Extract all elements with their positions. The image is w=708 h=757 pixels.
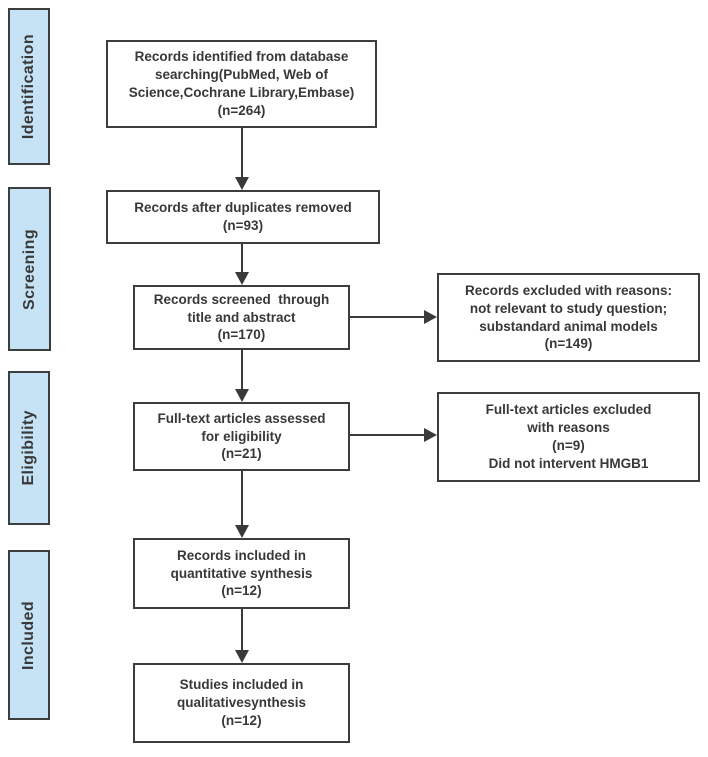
- stage-label-eligibility: Eligibility: [20, 410, 37, 486]
- flow-box-records-excluded: Records excluded with reasons: not relev…: [437, 273, 700, 362]
- arrowhead-right-icon: [424, 310, 437, 324]
- arrow-identified-to-duplicates: [241, 127, 243, 177]
- arrowhead-down-icon: [235, 650, 249, 663]
- arrow-fulltext-to-excluded: [349, 434, 424, 436]
- flow-box-text: Records included in quantitative synthes…: [170, 547, 313, 599]
- flow-box-text: Records identified from database searchi…: [128, 49, 355, 118]
- arrowhead-down-icon: [235, 177, 249, 190]
- arrow-screened-to-fulltext: [241, 349, 243, 389]
- flow-box-fulltext-excluded: Full-text articles excluded with reasons…: [437, 392, 700, 482]
- arrow-screened-to-excluded: [349, 316, 424, 318]
- flow-box-text: Records excluded with reasons: not relev…: [464, 282, 673, 352]
- arrow-duplicates-to-screened: [241, 243, 243, 272]
- stage-label-included: Included: [20, 600, 37, 670]
- flow-box-fulltext-assessed: Full-text articles assessed for eligibil…: [133, 402, 350, 471]
- flow-box-text: Records after duplicates removed (n=93): [134, 200, 352, 233]
- stage-label-screening: Screening: [20, 228, 38, 310]
- arrow-fulltext-to-quantitative: [241, 470, 243, 525]
- stage-label-identification: Identification: [20, 33, 37, 140]
- flow-box-included-qualitative: Studies included in qualitativesynthesis…: [133, 663, 350, 743]
- arrowhead-down-icon: [235, 272, 249, 285]
- flow-box-text: Studies included in qualitativesynthesis…: [176, 677, 307, 728]
- stage-box-screening: Screening: [8, 187, 51, 351]
- flow-box-records-identified: Records identified from database searchi…: [106, 40, 377, 128]
- arrow-quantitative-to-qualitative: [241, 608, 243, 650]
- arrowhead-down-icon: [235, 525, 249, 538]
- flow-box-duplicates-removed: Records after duplicates removed (n=93): [106, 190, 380, 244]
- flow-box-text: Records screened through title and abstr…: [153, 291, 330, 343]
- flow-box-included-quantitative: Records included in quantitative synthes…: [133, 538, 350, 609]
- stage-box-identification: Identification: [8, 8, 50, 165]
- arrowhead-down-icon: [235, 389, 249, 402]
- arrowhead-right-icon: [424, 428, 437, 442]
- flow-box-text: Full-text articles assessed for eligibil…: [157, 410, 326, 462]
- stage-box-eligibility: Eligibility: [8, 371, 50, 525]
- stage-box-included: Included: [8, 550, 50, 720]
- flow-box-records-screened: Records screened through title and abstr…: [133, 285, 350, 350]
- flow-box-text: Full-text articles excluded with reasons…: [485, 402, 652, 471]
